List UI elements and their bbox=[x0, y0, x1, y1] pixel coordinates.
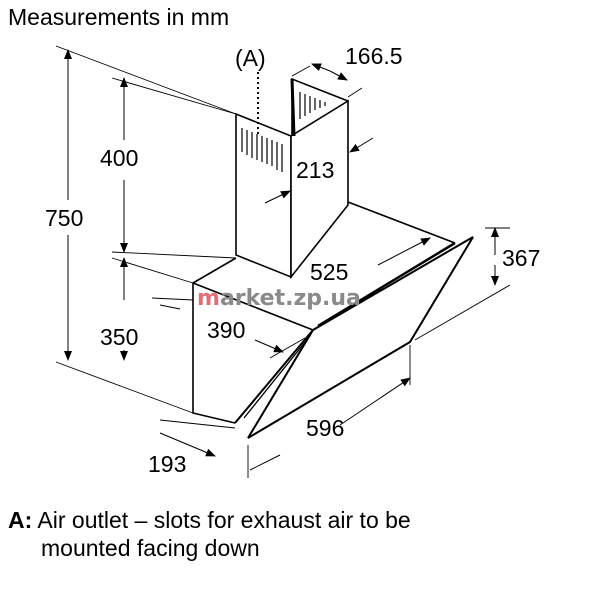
dim-hood-top-width: 525 bbox=[310, 259, 348, 285]
dim-chimney-height: 400 bbox=[100, 145, 138, 171]
note-line-2: mounted facing down bbox=[8, 534, 411, 562]
dim-chimney-depth: 213 bbox=[296, 157, 334, 183]
dim-width: 596 bbox=[306, 415, 344, 441]
note-key: A: bbox=[8, 507, 32, 533]
hood-outline bbox=[56, 46, 510, 478]
note-line-1: Air outlet – slots for exhaust air to be bbox=[37, 507, 410, 533]
callout-a: (A) bbox=[235, 45, 266, 71]
dim-base-depth: 193 bbox=[148, 451, 186, 477]
dim-chimney-width: 166.5 bbox=[345, 43, 403, 69]
legend-note: A: Air outlet – slots for exhaust air to… bbox=[8, 506, 411, 562]
dim-hood-depth: 390 bbox=[207, 317, 245, 343]
dim-total-height: 750 bbox=[45, 205, 83, 231]
dim-glass-height: 367 bbox=[502, 245, 540, 271]
dim-hood-height: 350 bbox=[100, 324, 138, 350]
watermark: market.zp.ua bbox=[197, 286, 361, 311]
